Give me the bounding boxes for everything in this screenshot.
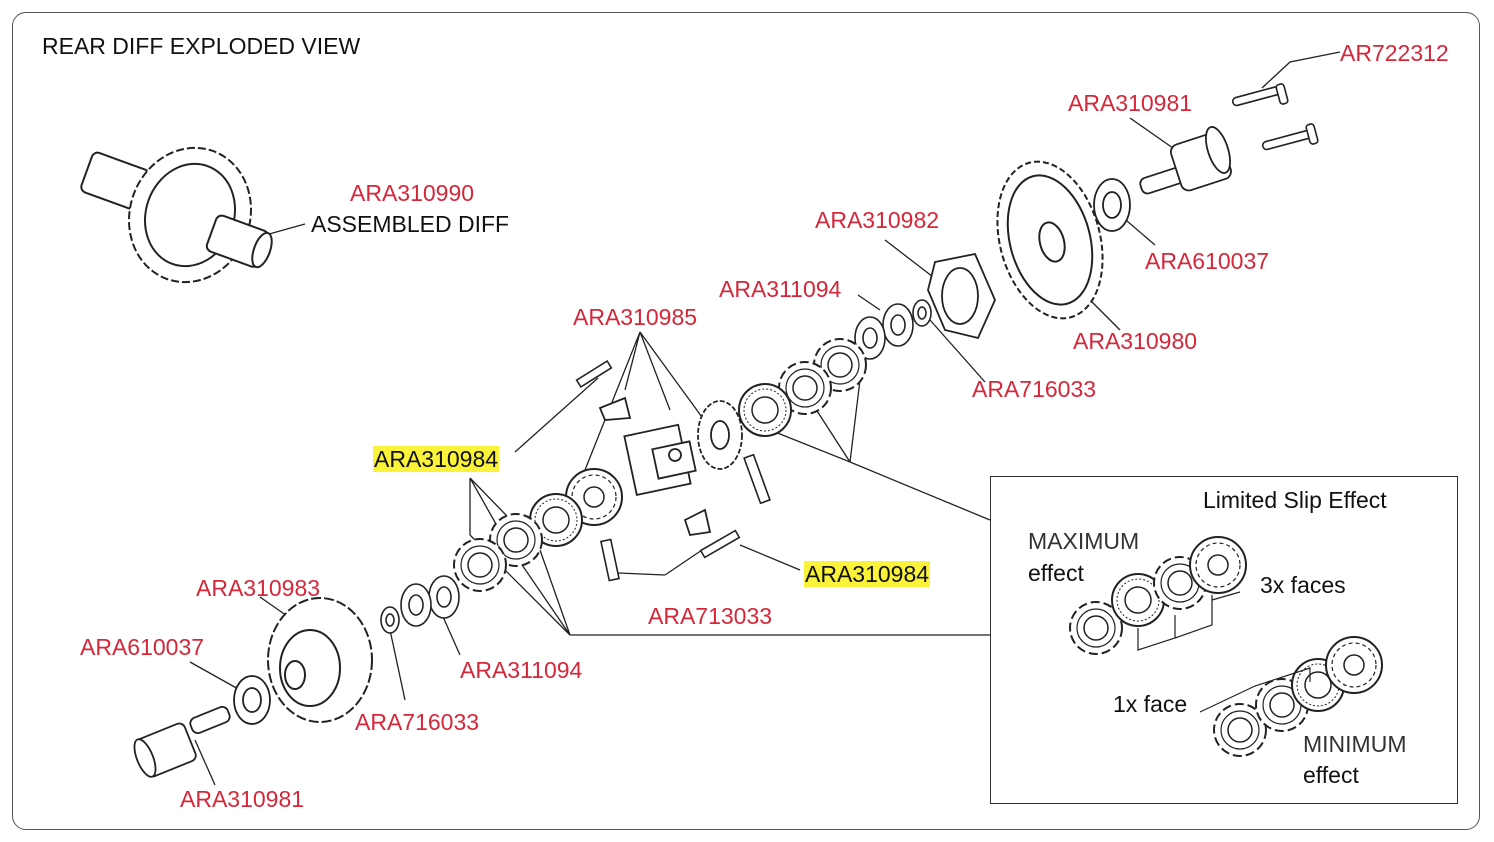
diagram-frame bbox=[12, 12, 1480, 830]
part-label-ara610037-bottom: ARA610037 bbox=[80, 634, 205, 660]
minimum-label: MINIMUM bbox=[1303, 731, 1407, 757]
part-label-ara311094-bottom: ARA311094 bbox=[460, 657, 583, 683]
part-label-ar722312: AR722312 bbox=[1340, 40, 1449, 66]
minimum-effect-label: effect bbox=[1303, 762, 1359, 788]
inset-title: Limited Slip Effect bbox=[1203, 487, 1387, 513]
part-label-ara713033: ARA713033 bbox=[648, 603, 773, 629]
part-label-ara716033-top: ARA716033 bbox=[972, 376, 1097, 402]
part-label-ara310981-bottom: ARA310981 bbox=[180, 786, 305, 812]
one-face-label: 1x face bbox=[1113, 691, 1188, 717]
part-label-ara310981-top: ARA310981 bbox=[1068, 90, 1193, 116]
part-label-ara310990: ARA310990 bbox=[350, 180, 475, 206]
page-title: REAR DIFF EXPLODED VIEW bbox=[42, 33, 361, 59]
maximum-effect-label: effect bbox=[1028, 560, 1084, 586]
part-label-ara310984-right: ARA310984 bbox=[804, 561, 931, 587]
maximum-label: MAXIMUM bbox=[1028, 528, 1140, 554]
three-faces-label: 3x faces bbox=[1260, 572, 1346, 598]
part-label-ara610037-top: ARA610037 bbox=[1145, 248, 1270, 274]
part-label-ara310984-left: ARA310984 bbox=[373, 446, 500, 472]
part-label-ara310980: ARA310980 bbox=[1073, 328, 1198, 354]
part-label-ara310985: ARA310985 bbox=[573, 304, 698, 330]
part-label-ara310983: ARA310983 bbox=[196, 575, 321, 601]
assembled-diff-label: ASSEMBLED DIFF bbox=[311, 211, 510, 237]
limited-slip-inset bbox=[990, 476, 1458, 804]
part-label-ara716033-bottom: ARA716033 bbox=[355, 709, 480, 735]
part-label-ara310982: ARA310982 bbox=[815, 207, 940, 233]
part-label-ara311094-top: ARA311094 bbox=[719, 276, 842, 302]
